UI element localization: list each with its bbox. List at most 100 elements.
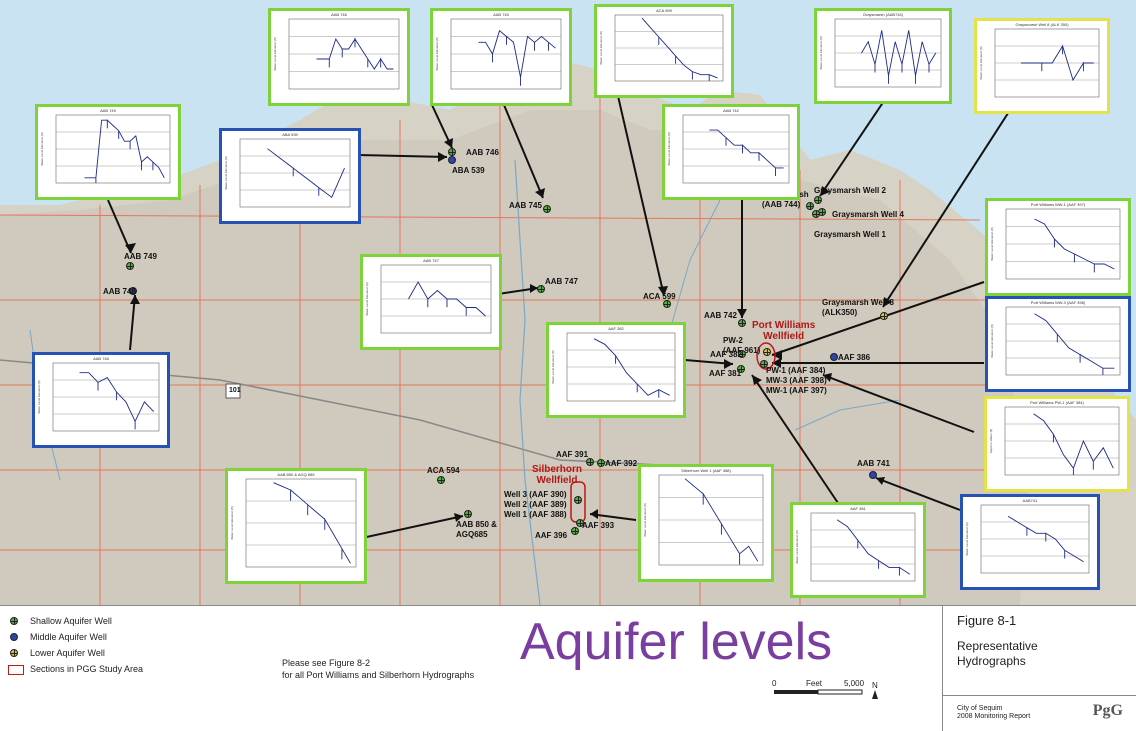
hydrograph-title: AAB 749 bbox=[100, 108, 116, 113]
hydrograph-plot: Water Level Elevation (ft) bbox=[599, 14, 724, 82]
well-marker-aab741[interactable] bbox=[869, 471, 877, 479]
well-marker-aaf392[interactable] bbox=[597, 459, 605, 467]
well-label-aaf396: AAF 396 bbox=[535, 531, 568, 540]
shallow-well-icon bbox=[10, 617, 18, 625]
scale-zero: 0 bbox=[772, 679, 777, 688]
legend-lower: Lower Aquifer Well bbox=[10, 648, 105, 658]
hydrograph-ylabel: Water Level Elevation (ft) bbox=[599, 31, 603, 65]
well-marker-aab746[interactable] bbox=[448, 148, 456, 156]
well-marker-aab748[interactable] bbox=[129, 287, 137, 295]
well-label-sbwells: Well 3 (AAF 390) Well 2 (AAF 389) Well 1… bbox=[504, 490, 567, 519]
hydrograph-series bbox=[79, 372, 155, 430]
silberhorn-wellfield-label: Silberhorn Wellfield bbox=[532, 464, 583, 486]
well-marker-aab747[interactable] bbox=[537, 285, 545, 293]
well-marker-aab850[interactable] bbox=[464, 510, 472, 518]
well-marker-aab749[interactable] bbox=[126, 262, 134, 270]
well-label-aab850: AAB 850 & AGQ685 bbox=[456, 520, 497, 539]
hydrograph-plot: Water Level Elevation (ft) bbox=[435, 18, 562, 90]
hydrograph-series bbox=[641, 17, 718, 81]
well-marker-aab745[interactable] bbox=[543, 205, 551, 213]
well-marker-gm8[interactable] bbox=[880, 312, 888, 320]
hydrograph-series bbox=[1034, 218, 1115, 273]
well-marker-pw2[interactable] bbox=[763, 348, 771, 356]
hydrograph-series bbox=[593, 338, 670, 398]
well-marker-aaf393[interactable] bbox=[576, 519, 584, 527]
well-marker-gm2[interactable] bbox=[814, 196, 822, 204]
hydrograph-ylabel: Water Level Elevation (ft) bbox=[551, 350, 555, 384]
hydrograph-plot: Water Level Elevation (ft) bbox=[979, 28, 1100, 98]
hydrograph-series bbox=[836, 519, 911, 576]
well-label-aaf381: AAF 381 bbox=[709, 369, 742, 378]
hydrograph-ylabel: Water Level Elevation (ft) bbox=[37, 380, 41, 414]
well-marker-aaf396[interactable] bbox=[571, 527, 579, 535]
well-label-aab747: AAB 747 bbox=[545, 277, 578, 286]
hydrograph-ylabel: Water Level Elevation (ft) bbox=[965, 522, 969, 556]
hydrograph-plot: Water Level Elevation (ft) bbox=[40, 114, 171, 184]
well-label-aaf382: AAF 382 bbox=[710, 350, 743, 359]
hydrograph-hgm: Graysmarsh (AAB744)Water Level Elevation… bbox=[814, 8, 952, 104]
hydrograph-plot: Water Level Elevation (ft) bbox=[37, 362, 160, 432]
hydrograph-title: AAB 850 & AGQ 685 bbox=[277, 472, 315, 477]
hydrograph-plot: Water Level Elevation (ft) bbox=[273, 18, 400, 90]
hydrograph-ylabel: Water Level Elevation (ft) bbox=[224, 156, 228, 190]
well-marker-aaf381[interactable] bbox=[737, 365, 745, 373]
well-marker-aaf391[interactable] bbox=[586, 458, 594, 466]
hydrograph-ylabel: Water Level Elevation (ft) bbox=[230, 506, 234, 540]
hydrograph-plot: Water Level Elevation (ft) bbox=[990, 208, 1121, 280]
report-citation: City of Sequim 2008 Monitoring Report bbox=[957, 705, 1031, 720]
hydrograph-ylabel: Water Level Elevation (ft) bbox=[990, 227, 994, 261]
well-label-gm2: Graysmarsh Well 2 bbox=[814, 186, 886, 195]
hydrograph-title: AAB 747 bbox=[423, 258, 439, 263]
well-marker-aba539[interactable] bbox=[448, 156, 456, 164]
hydrograph-title: Graysmarsh (AAB744) bbox=[862, 12, 904, 17]
figure-info-panel: Figure 8-1 Representative Hydrographs Ci… bbox=[942, 605, 1136, 731]
hydrograph-series bbox=[861, 30, 937, 84]
hydrograph-ylabel: Water Level Elevation (ft) bbox=[667, 132, 671, 166]
hydrograph-series bbox=[1007, 515, 1084, 563]
well-marker-aaf382[interactable] bbox=[738, 350, 746, 358]
hydrograph-ylabel: Water Level Elevation (ft) bbox=[273, 37, 277, 71]
scale-max: 5,000 bbox=[844, 679, 865, 688]
well-label-pw2: PW-2 (AAF 961) bbox=[723, 336, 761, 355]
hydrograph-ylabel: Water Level Elevation (ft) bbox=[643, 503, 647, 537]
well-label-aaf392: AAF 392 bbox=[605, 459, 638, 468]
well-label-gm4: Graysmarsh Well 4 bbox=[832, 210, 904, 219]
hydrograph-series bbox=[478, 29, 556, 86]
north-label: N bbox=[872, 681, 878, 690]
well-marker-gm1[interactable] bbox=[812, 210, 820, 218]
hydrograph-series bbox=[684, 478, 759, 565]
well-marker-pw1[interactable] bbox=[760, 360, 768, 368]
well-marker-gm744[interactable] bbox=[806, 202, 814, 210]
well-marker-sbwells[interactable] bbox=[574, 496, 582, 504]
well-label-aca599: ACA 599 bbox=[643, 292, 676, 301]
hydrograph-title: AAB 748 bbox=[93, 356, 109, 361]
hydrograph-plot: Water Level Elevation (ft) bbox=[224, 138, 351, 208]
hydrograph-title: AAB 746 bbox=[331, 12, 347, 17]
hydrograph-hgm8: Graysmarsh Well 8 (ALK 350)Water Level E… bbox=[974, 18, 1110, 114]
well-label-aca594: ACA 594 bbox=[427, 466, 460, 475]
arrows bbox=[107, 95, 1013, 539]
hydrograph-plot: Water Level Elevation (ft) bbox=[365, 264, 492, 334]
hydrograph-title: ABA 539 bbox=[282, 132, 298, 137]
well-marker-aca594[interactable] bbox=[437, 476, 445, 484]
well-marker-aaf386[interactable] bbox=[830, 353, 838, 361]
hydrograph-title: AAF 381 bbox=[850, 506, 866, 511]
port-williams-wellfield-label: Port Williams Wellfield bbox=[752, 320, 816, 342]
north-arrow-icon bbox=[872, 690, 878, 699]
well-marker-aca599[interactable] bbox=[663, 300, 671, 308]
hydrograph-series bbox=[273, 482, 351, 564]
figure-headline: Aquifer levels bbox=[520, 613, 833, 671]
hydrograph-ylabel: Water Level Elevation (ft) bbox=[40, 132, 44, 166]
hydrograph-series bbox=[1034, 313, 1115, 375]
hydrograph-ylabel: Water Level Elevation (ft) bbox=[365, 282, 369, 316]
hydrograph-series bbox=[1021, 44, 1094, 82]
well-marker-aab742[interactable] bbox=[738, 319, 746, 327]
legend-shallow: Shallow Aquifer Well bbox=[10, 616, 112, 626]
